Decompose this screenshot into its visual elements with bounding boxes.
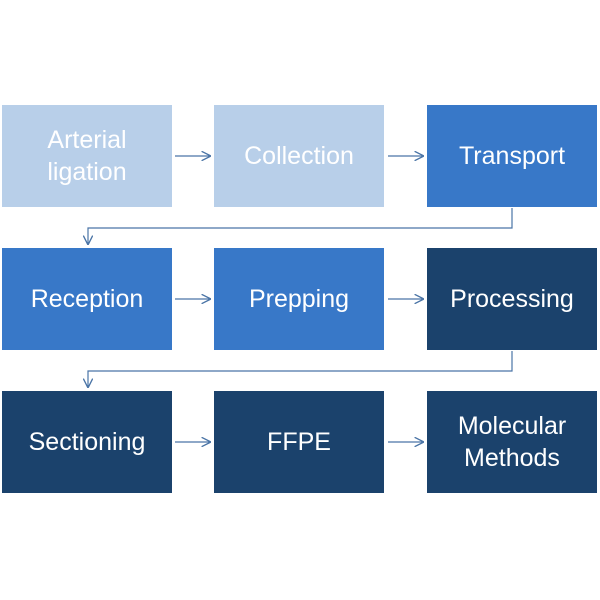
- step-label: Arterial ligation: [47, 125, 127, 187]
- step-label: Transport: [458, 141, 566, 170]
- step-prepping: Prepping: [214, 248, 384, 350]
- step-label: Prepping: [248, 284, 350, 313]
- step-label: Sectioning: [28, 427, 146, 456]
- elbow-arrow-row1-row2: [88, 208, 513, 244]
- step-reception: Reception: [2, 248, 172, 350]
- step-label: Molecular Methods: [457, 411, 567, 473]
- step-sectioning: Sectioning: [2, 391, 172, 493]
- step-molecular-methods: Molecular Methods: [427, 391, 597, 493]
- step-label: Processing: [450, 284, 574, 313]
- step-label: Reception: [30, 284, 144, 313]
- step-arterial-ligation: Arterial ligation: [2, 105, 172, 207]
- step-processing: Processing: [427, 248, 597, 350]
- step-transport: Transport: [427, 105, 597, 207]
- step-ffpe: FFPE: [214, 391, 384, 493]
- step-label: Collection: [244, 141, 354, 170]
- step-label: FFPE: [267, 427, 331, 456]
- elbow-arrow-row2-row3: [88, 351, 513, 387]
- step-collection: Collection: [214, 105, 384, 207]
